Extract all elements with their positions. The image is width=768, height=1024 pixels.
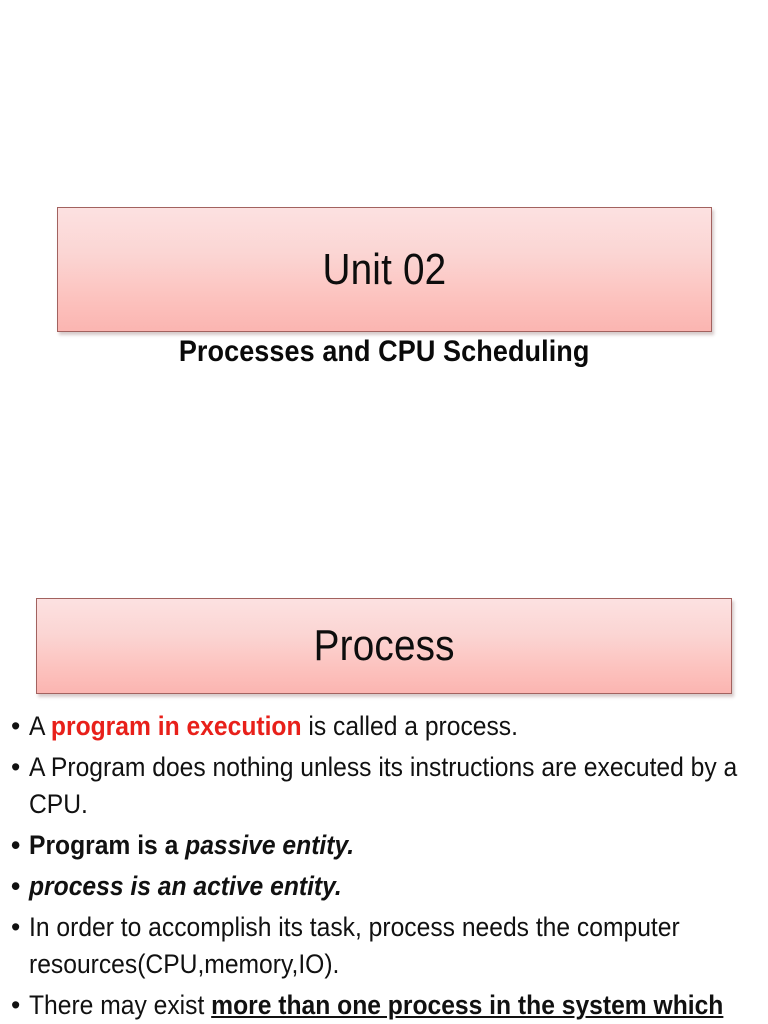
bullet-text-run: process is an active entity. <box>29 871 342 901</box>
bullet-text: Program is a passive entity. <box>29 827 738 864</box>
bullet-text: process is an active entity. <box>29 868 738 905</box>
bullet-text-run: In order to accomplish its task, process… <box>29 912 680 979</box>
bullet-process-active-entity: • process is an active entity. <box>0 868 768 905</box>
bullet-text-run: passive entity. <box>185 830 355 860</box>
bullet-more-than-one-process: • There may exist more than one process i… <box>0 987 768 1024</box>
page-subtitle-label: Processes and CPU Scheduling <box>178 335 590 368</box>
bullet-marker-icon: • <box>11 912 21 942</box>
bullet-marker-icon: • <box>11 990 21 1020</box>
page-subtitle: Processes and CPU Scheduling <box>0 334 768 369</box>
title-banner-label: Unit 02 <box>322 244 447 294</box>
bullet-program-in-execution: • A program in execution is called a proc… <box>0 708 768 745</box>
bullet-text: In order to accomplish its task, process… <box>29 909 738 983</box>
bullet-text-run: Program is a <box>29 830 186 860</box>
bullet-text: There may exist more than one process in… <box>29 987 738 1024</box>
bullet-marker-icon: • <box>11 830 21 860</box>
bullet-text-run: more than one process in the system whic… <box>211 990 724 1020</box>
bullet-text-run: A <box>29 711 51 741</box>
bullet-marker-icon: • <box>11 871 21 901</box>
bullet-text-run: is called a process. <box>301 711 518 741</box>
bullet-program-passive-entity: • Program is a passive entity. <box>0 827 768 864</box>
bullet-program-does-nothing: • A Program does nothing unless its instr… <box>0 749 768 823</box>
bullet-list: • A program in execution is called a proc… <box>0 708 768 1024</box>
bullet-text-run: There may exist <box>29 990 212 1020</box>
section-banner-process: Process <box>36 598 732 694</box>
title-banner: Unit 02 <box>57 207 712 332</box>
bullet-text-run: A Program does nothing unless its instru… <box>29 752 738 819</box>
bullet-marker-icon: • <box>11 752 21 782</box>
section-banner-label: Process <box>313 621 455 670</box>
bullet-text-run: program in execution <box>50 711 302 741</box>
bullet-text: A program in execution is called a proce… <box>29 708 738 745</box>
bullet-marker-icon: • <box>11 711 21 741</box>
bullet-process-needs-resources: • In order to accomplish its task, proces… <box>0 909 768 983</box>
bullet-text: A Program does nothing unless its instru… <box>29 749 738 823</box>
